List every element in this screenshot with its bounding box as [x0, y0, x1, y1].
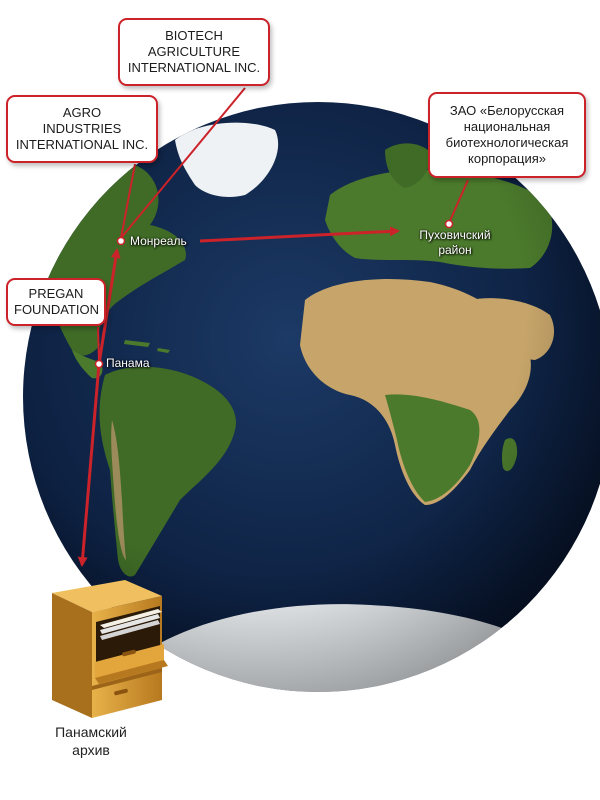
- place-label-montreal: Монреаль: [130, 234, 187, 249]
- pregan-foundation-callout: PREGAN FOUNDATION: [6, 278, 106, 326]
- callout-line: INTERNATIONAL INC.: [15, 137, 149, 152]
- callout-line: AGRICULTURE: [147, 44, 241, 59]
- callout-line: FOUNDATION: [14, 302, 99, 317]
- archive-label: Панамский архив: [36, 723, 146, 759]
- place-label-pukhovichi: Пуховичский район: [410, 228, 500, 258]
- callout-line: корпорация»: [468, 151, 546, 166]
- route-arrow-panama-montreal: [97, 248, 121, 365]
- place-name: Монреаль: [130, 234, 187, 248]
- callout-line: ЗАО «Белорусская: [449, 103, 565, 118]
- callout-line: INTERNATIONAL INC.: [127, 60, 261, 75]
- place-name: район: [438, 243, 472, 257]
- place-markers: [94, 219, 454, 369]
- callout-line: биотехнологическая: [445, 135, 569, 150]
- marker-montreal[interactable]: [116, 236, 126, 246]
- callout-line: PREGAN: [28, 286, 84, 301]
- biotech-agriculture-callout: BIOTECH AGRICULTURE INTERNATIONAL INC.: [118, 18, 270, 86]
- callout-pointer-biotech: [120, 87, 246, 239]
- callout-pointer-zao: [448, 179, 469, 224]
- globe: [23, 102, 600, 692]
- callout-pointer-agro: [120, 163, 136, 239]
- callout-line: национальная: [463, 119, 551, 134]
- route-lines: [77, 87, 469, 567]
- place-name: Пуховичский: [419, 228, 491, 242]
- callout-line: BIOTECH: [165, 28, 223, 43]
- file-cabinet-icon: [52, 580, 168, 718]
- callout-line: INDUSTRIES: [42, 121, 122, 136]
- agro-industries-callout: AGRO INDUSTRIES INTERNATIONAL INC.: [6, 95, 158, 163]
- route-arrow-montreal-pukhovichi: [199, 226, 400, 243]
- marker-panama[interactable]: [94, 359, 104, 369]
- callout-line: AGRO: [62, 105, 102, 120]
- archive-label-line: архив: [72, 742, 110, 758]
- route-arrow-panama-archive: [77, 363, 101, 567]
- zao-belarus-biotech-callout: ЗАО «Белорусская национальная биотехноло…: [428, 92, 586, 178]
- place-label-panama: Панама: [106, 356, 150, 371]
- callout-pointer-pregan: [97, 326, 100, 363]
- place-name: Панама: [106, 356, 150, 370]
- archive-label-line: Панамский: [55, 724, 127, 740]
- marker-pukhovichi[interactable]: [444, 219, 454, 229]
